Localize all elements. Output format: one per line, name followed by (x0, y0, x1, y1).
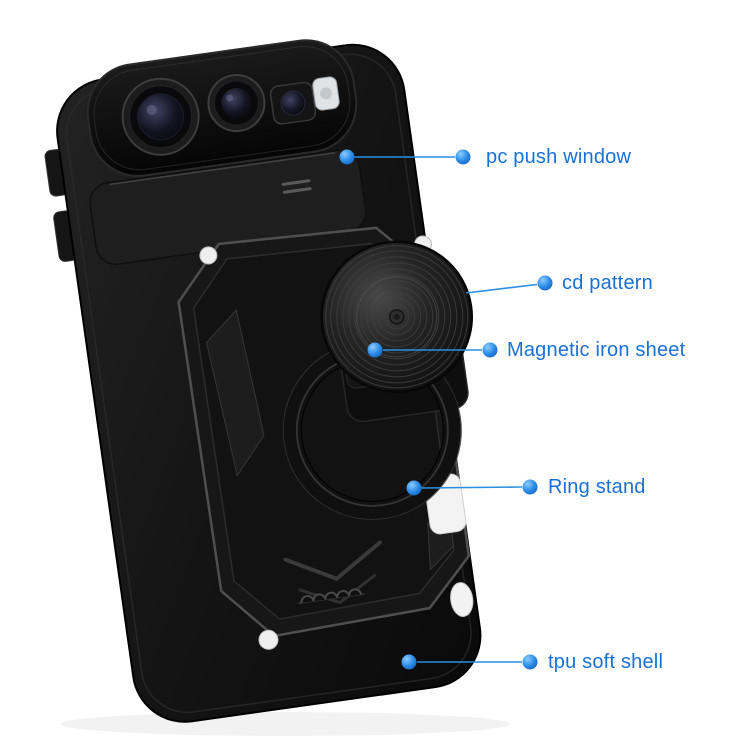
callout-dot-icon (522, 479, 538, 495)
callout-label-ring-stand: Ring stand (548, 476, 646, 498)
camera-lens-large-icon (121, 77, 200, 156)
callout-dot-icon (522, 654, 538, 670)
callout-dot-icon (339, 149, 355, 165)
corner-holes (199, 235, 474, 650)
callout-magnetic-iron-sheet (367, 342, 498, 358)
phone-case (44, 39, 482, 723)
grip-scallops (297, 588, 366, 605)
callout-dot-icon (367, 342, 383, 358)
callout-label-tpu-soft-shell: tpu soft shell (548, 651, 664, 673)
camera-sensor-square (269, 81, 317, 125)
cd-pattern-disc (320, 240, 474, 394)
callout-pc-push-window (339, 149, 471, 165)
flash-window (312, 76, 340, 111)
callout-dot-icon (401, 654, 417, 670)
callout-dot-icon (482, 342, 498, 358)
camera-lens-small-icon (207, 74, 266, 133)
callout-dot-icon (455, 149, 471, 165)
callout-connectors (339, 149, 553, 670)
callout-label-magnetic-iron-sheet: Magnetic iron sheet (507, 339, 686, 361)
callout-label-pc-push-window: pc push window (486, 146, 632, 168)
cd-grooves (325, 245, 469, 389)
callout-ring-stand (406, 479, 538, 496)
ground-shadow (60, 712, 510, 736)
callout-label-cd-pattern: cd pattern (562, 272, 653, 294)
callout-tpu-soft-shell (401, 654, 538, 670)
callout-dot-icon (406, 480, 422, 496)
callout-cd-pattern (465, 275, 553, 294)
callout-dot-icon (537, 275, 553, 291)
